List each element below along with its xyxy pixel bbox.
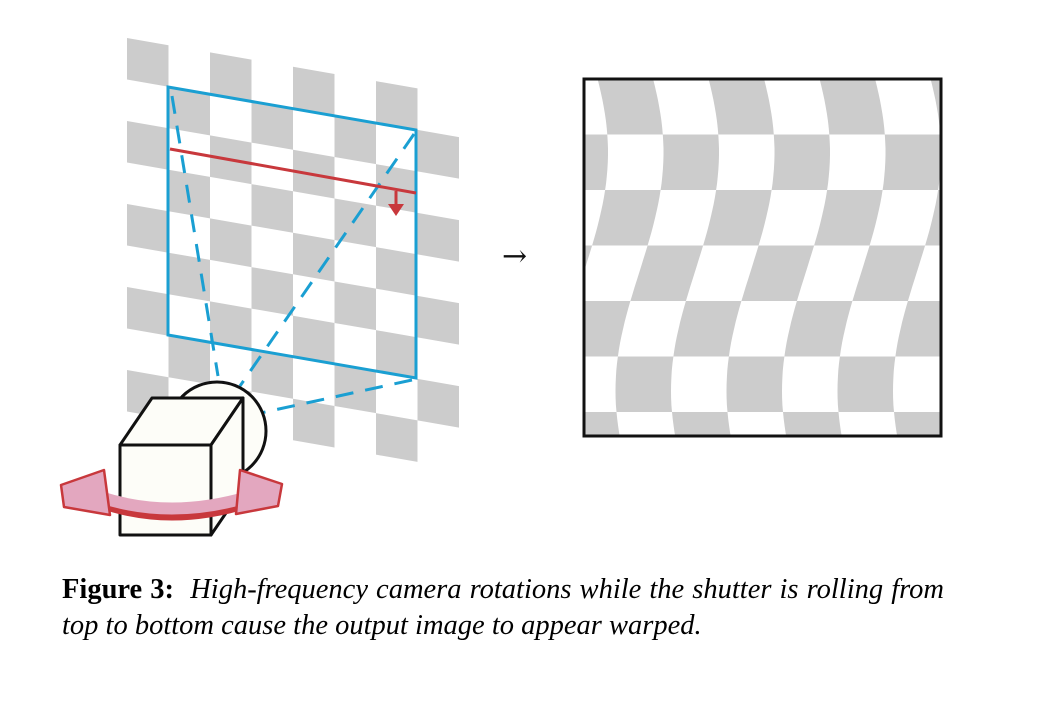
warped-checker-square	[771, 134, 830, 190]
warped-checker-square	[584, 301, 631, 357]
warped-checker-square	[738, 468, 810, 524]
warped-checker-square	[960, 468, 1032, 524]
warped-checker-square	[1042, 79, 1058, 135]
checker-square	[168, 335, 210, 385]
warped-checker-square	[673, 301, 742, 357]
warped-checker-square	[895, 301, 941, 357]
warped-checker-square	[994, 135, 1052, 191]
warped-checker-square	[814, 190, 883, 246]
transform-arrow: →	[502, 239, 528, 274]
checker-square	[376, 81, 418, 130]
warped-checker-square	[703, 190, 772, 246]
warped-checker-square	[969, 24, 1041, 80]
checker-square	[417, 378, 459, 428]
warped-checker-square	[819, 79, 885, 135]
shutter-arrow-icon	[169, 147, 417, 216]
warped-checker-square	[487, 79, 552, 135]
checker-square	[210, 301, 252, 351]
warped-output-checkerboard	[450, 24, 1058, 524]
checker-square	[334, 364, 376, 414]
warped-checker-square	[584, 412, 620, 436]
checker-square	[417, 129, 459, 179]
checker-square	[417, 295, 459, 345]
warped-checker-square	[726, 356, 785, 412]
checker-square	[168, 86, 210, 136]
checker-square	[293, 232, 335, 282]
warped-checker-square	[627, 468, 699, 524]
warped-checker-square	[615, 356, 674, 412]
warped-checker-square	[660, 134, 719, 190]
checker-square	[210, 52, 252, 102]
view-cone-lines	[170, 95, 416, 416]
warped-checker-square	[882, 134, 941, 190]
warped-checker-square	[1006, 301, 1058, 357]
checker-square	[293, 398, 335, 448]
field-of-view-frame	[166, 85, 418, 380]
checker-square	[293, 66, 335, 116]
warped-checker-square	[597, 79, 663, 135]
warped-checker-square	[949, 357, 1007, 413]
warped-checker-square	[858, 24, 930, 80]
checker-square	[334, 281, 376, 331]
figure-caption: Figure 3: High-frequency camera rotation…	[62, 572, 944, 644]
checker-square	[127, 121, 169, 170]
warped-checker-square	[741, 245, 815, 301]
checker-square	[127, 287, 169, 336]
checker-square	[334, 115, 376, 165]
warped-checker-square	[708, 79, 774, 135]
warped-checker-square	[1005, 412, 1058, 468]
warped-checker-square	[1036, 190, 1058, 246]
camera-icon	[118, 380, 268, 537]
warped-checker-square	[925, 190, 941, 246]
warped-checker-square	[584, 134, 608, 190]
checker-square	[251, 101, 293, 150]
checker-square	[293, 315, 335, 365]
warped-checker-square	[592, 190, 661, 246]
warped-checker-square	[636, 24, 708, 80]
warped-checker-square	[505, 357, 563, 413]
checker-square	[376, 330, 418, 379]
checker-square	[168, 252, 210, 302]
warped-checker-square	[852, 245, 926, 301]
checker-square	[376, 413, 418, 462]
warped-checker-square	[584, 245, 593, 272]
warped-checker-square	[849, 468, 921, 524]
warped-checker-square	[963, 246, 1036, 302]
warped-checker-square	[481, 190, 549, 246]
warped-checker-square	[783, 412, 842, 436]
warped-checker-square	[525, 24, 597, 80]
warped-checker-square	[451, 301, 519, 357]
checker-square	[417, 212, 459, 262]
checker-square	[127, 38, 169, 87]
warped-checker-square	[672, 412, 731, 436]
warped-checker-square	[450, 412, 516, 468]
caption-label: Figure 3:	[62, 574, 175, 605]
warped-checker-square	[837, 356, 896, 412]
figure-illustration	[59, 24, 1058, 537]
warped-checker-square	[516, 468, 588, 524]
checker-square	[127, 204, 169, 253]
output-image-frame	[582, 77, 943, 438]
warped-checker-square	[784, 301, 853, 357]
checker-square	[210, 218, 252, 268]
warped-checker-square	[747, 24, 819, 80]
checker-square	[251, 267, 293, 316]
warped-checker-square	[630, 245, 704, 301]
checker-square	[376, 247, 418, 296]
checker-square	[251, 184, 293, 233]
caption-text: High-frequency camera rotations while th…	[62, 574, 944, 641]
checker-square	[251, 350, 293, 399]
warped-checker-square	[930, 79, 941, 135]
rotation-arrow-icon	[59, 468, 284, 521]
warped-checker-square	[894, 412, 941, 436]
